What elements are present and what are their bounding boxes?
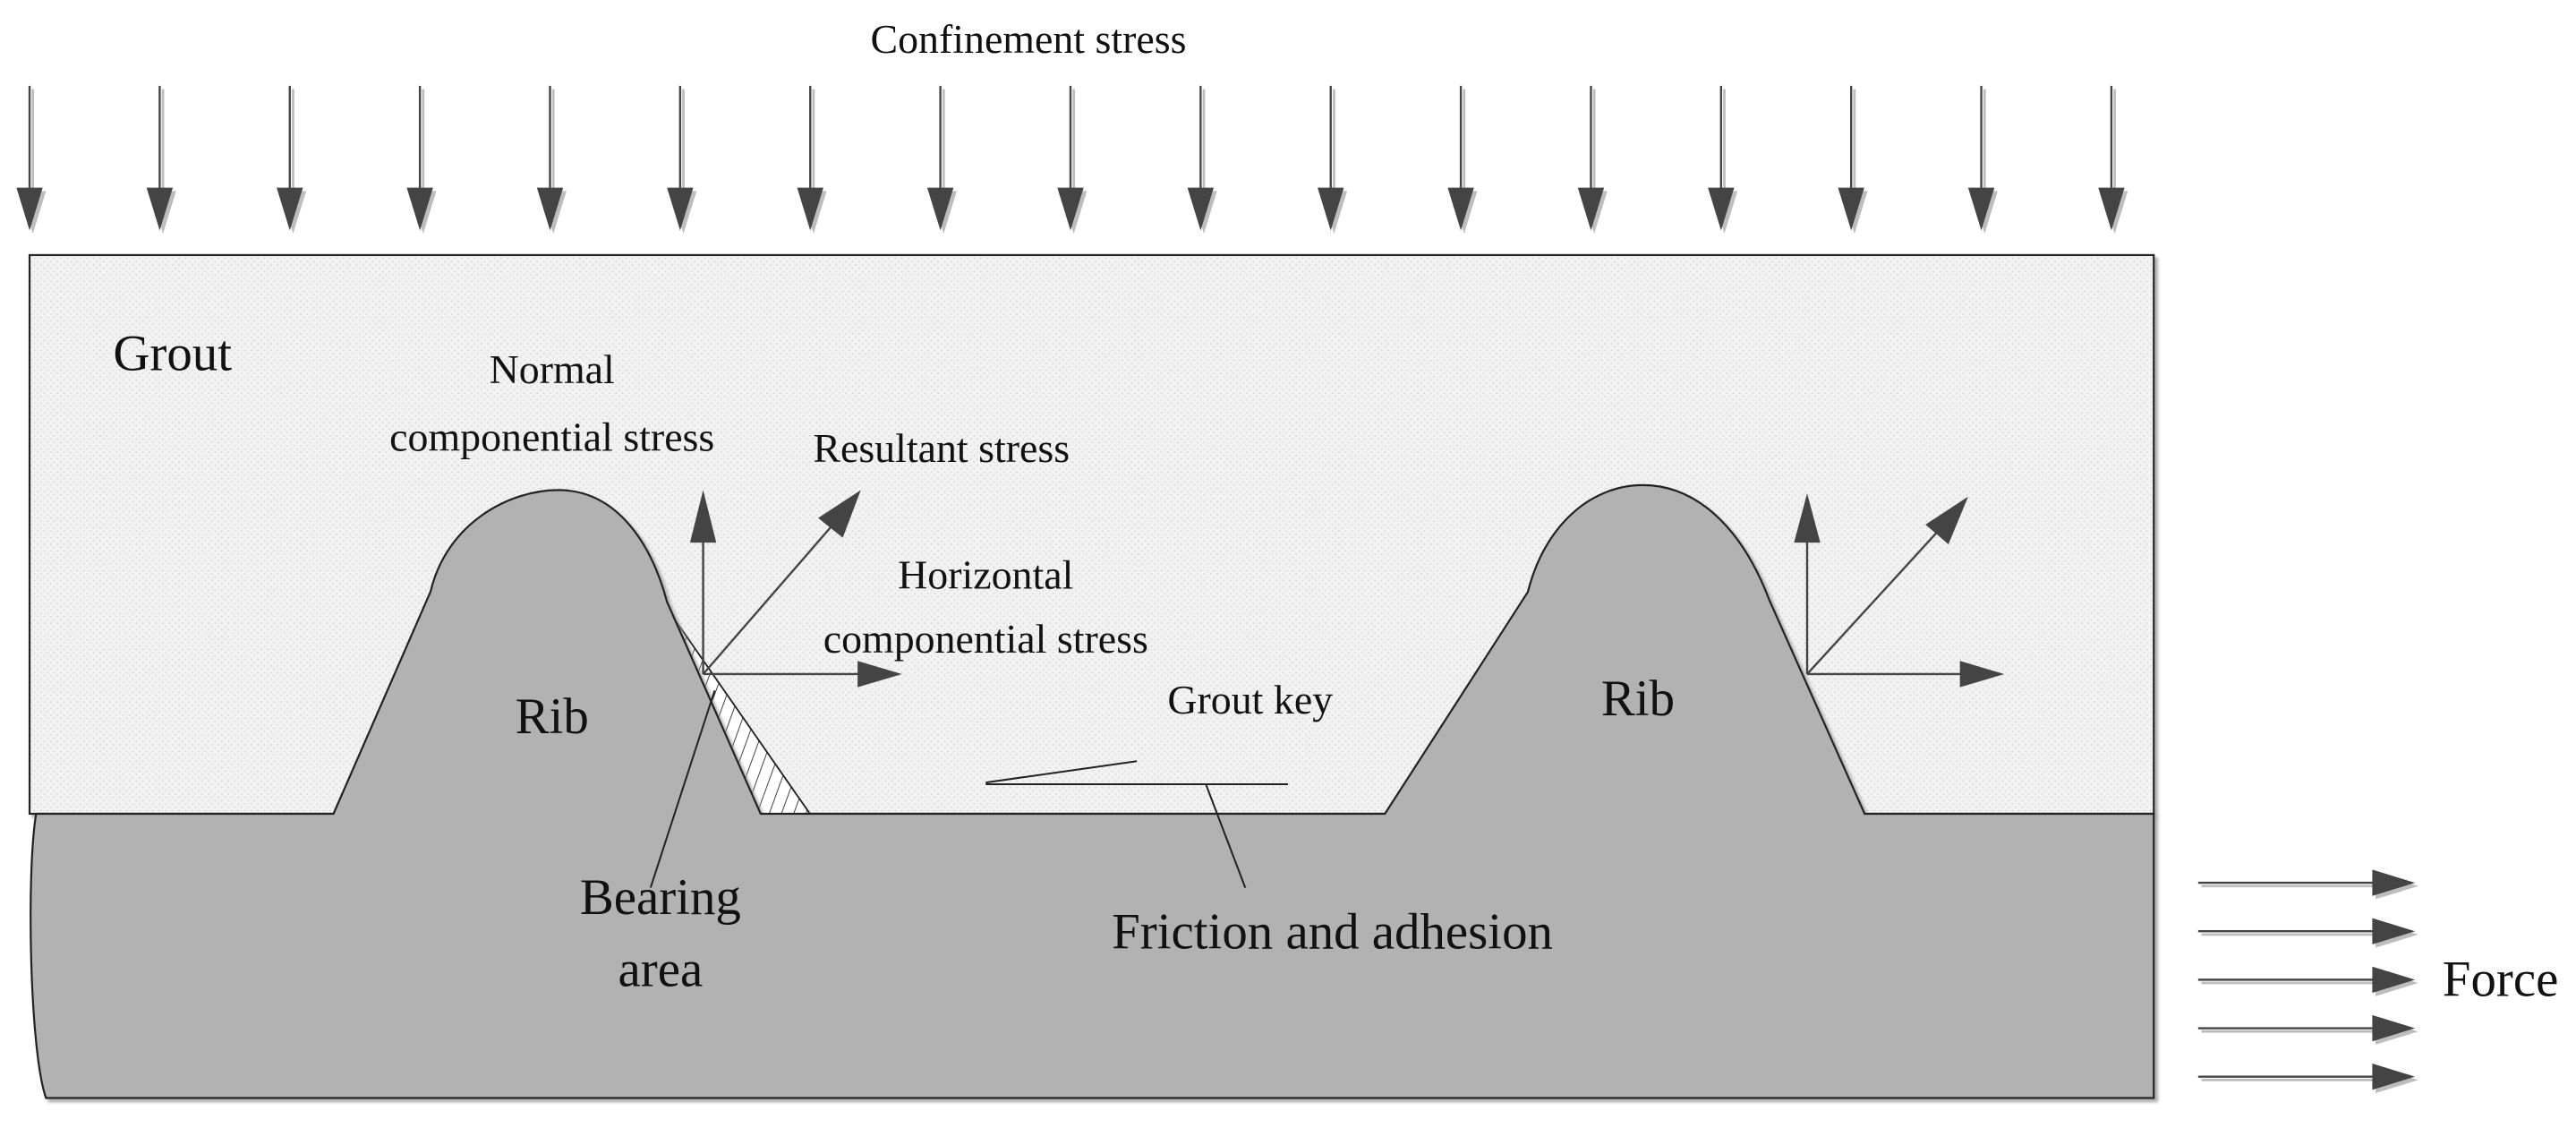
right-rib-stress-arrows <box>1794 493 2005 688</box>
confinement-arrow <box>16 85 47 235</box>
force-arrow <box>2197 1063 2418 1094</box>
confinement-arrow <box>1577 85 1608 235</box>
rib-right-label: Rib <box>1601 671 1675 727</box>
force-arrows <box>2197 869 2418 1094</box>
leader-lines <box>649 690 1288 888</box>
steel-bar-with-ribs <box>30 483 2155 1099</box>
normal-stress-label-line1: Normal <box>490 346 615 392</box>
force-arrow <box>2197 918 2418 948</box>
confinement-arrow <box>1057 85 1088 235</box>
grout-label: Grout <box>113 325 232 381</box>
bearing-area-label-line2: area <box>618 942 704 998</box>
bearing-leader <box>649 690 716 888</box>
horizontal-stress-arrowhead <box>857 661 902 688</box>
normal-stress-arrowhead <box>689 490 717 543</box>
friction-adhesion-label: Friction and adhesion <box>1112 903 1553 960</box>
confinement-arrow <box>277 85 307 235</box>
force-arrow <box>2197 1014 2418 1045</box>
resultant-stress-arrowhead <box>818 490 861 538</box>
confinement-stress-arrows <box>16 85 2128 235</box>
resultant-stress-arrow <box>702 510 846 675</box>
bearing-area-label-line1: Bearing <box>580 869 741 926</box>
grout-key-leader <box>985 760 1138 784</box>
horizontal-stress-label-line1: Horizontal <box>898 552 1073 598</box>
confinement-arrow <box>667 85 697 235</box>
friction-leader <box>1205 783 1247 888</box>
confinement-arrow <box>797 85 827 235</box>
confinement-arrow <box>146 85 176 235</box>
confinement-arrow <box>1318 85 1348 235</box>
confinement-arrow <box>536 85 567 235</box>
confinement-arrow <box>1447 85 1478 235</box>
horizontal-stress-label-line2: componential stress <box>823 616 1148 662</box>
normal-stress-label-line2: componential stress <box>389 414 714 459</box>
resultant-stress-label: Resultant stress <box>813 425 1070 471</box>
force-label: Force <box>2443 952 2559 1008</box>
confinement-arrow <box>406 85 437 235</box>
confinement-arrow <box>926 85 957 235</box>
confinement-arrow <box>2098 85 2128 235</box>
confinement-arrow <box>1708 85 1738 235</box>
confinement-arrow <box>1838 85 1868 235</box>
grout-key-label: Grout key <box>1167 677 1333 722</box>
confinement-arrow <box>1187 85 1217 235</box>
confinement-stress-label: Confinement stress <box>871 16 1187 62</box>
grout-block <box>28 253 2155 816</box>
rib-left-label: Rib <box>516 688 589 745</box>
force-arrow <box>2197 966 2418 996</box>
confinement-arrow <box>1967 85 1998 235</box>
force-arrow <box>2197 869 2418 900</box>
left-rib-stress-arrows <box>689 490 902 688</box>
